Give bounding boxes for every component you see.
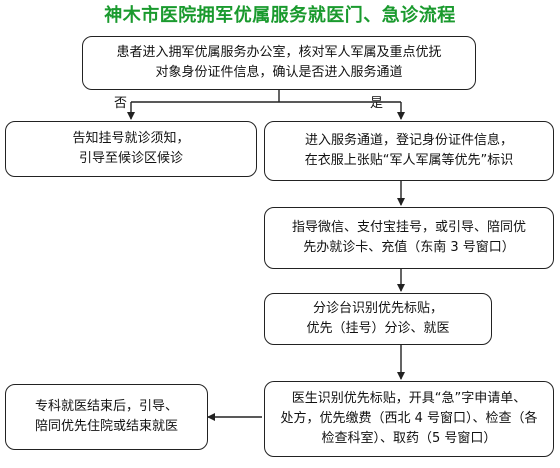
no-branch-line1: 告知挂号就诊须知，: [72, 131, 190, 146]
doctor-node: 医生识别优先标贴，开具“急”字申请单、 处方，优先缴费（西北 4 号窗口）、检查…: [264, 381, 554, 457]
diagram-title: 神木市医院拥军优属服务就医门、急诊流程: [104, 5, 456, 26]
end-line2: 陪同优先住院或结束就医: [34, 419, 178, 434]
yes-branch-node: 进入服务通道，登记身份证件信息， 在衣服上张贴“军人军属等优先”标识: [264, 121, 554, 181]
yes-label: 是: [370, 96, 384, 111]
doctor-line2: 处方，优先缴费（西北 4 号窗口）、检查（各: [280, 411, 538, 426]
start-node-line1: 患者进入拥军优属服务办公室，核对军人军属及重点优抚: [116, 45, 442, 60]
doctor-line1: 医生识别优先标贴，开具“急”字申请单、: [291, 391, 527, 406]
start-node: 患者进入拥军优属服务办公室，核对军人军属及重点优抚 对象身份证件信息，确认是否进…: [82, 36, 476, 90]
triage-node: 分诊台识别优先标贴， 优先（挂号）分诊、就医: [264, 293, 492, 345]
register-node: 指导微信、支付宝挂号，或引导、陪同优 先办就诊卡、充值（东南 3 号窗口）: [264, 207, 554, 269]
no-label: 否: [114, 96, 128, 111]
start-node-line2: 对象身份证件信息，确认是否进入服务通道: [155, 65, 403, 80]
no-branch-line2: 引导至候诊区候诊: [78, 151, 183, 166]
register-line2: 先办就诊卡、充值（东南 3 号窗口）: [303, 240, 515, 255]
triage-line2: 优先（挂号）分诊、就医: [306, 321, 450, 336]
triage-line1: 分诊台识别优先标贴，: [312, 301, 443, 316]
yes-branch-line1: 进入服务通道，登记身份证件信息，: [304, 133, 513, 148]
no-branch-node: 告知挂号就诊须知， 引导至候诊区候诊: [5, 121, 257, 177]
yes-branch-line2: 在衣服上张贴“军人军属等优先”标识: [304, 153, 514, 168]
doctor-line3: 检查科室）、取药（5 号窗口）: [321, 431, 497, 446]
register-line1: 指导微信、支付宝挂号，或引导、陪同优: [291, 220, 526, 235]
end-line1: 专科就医结束后，引导、: [34, 399, 178, 414]
end-node: 专科就医结束后，引导、 陪同优先住院或结束就医: [5, 384, 208, 450]
